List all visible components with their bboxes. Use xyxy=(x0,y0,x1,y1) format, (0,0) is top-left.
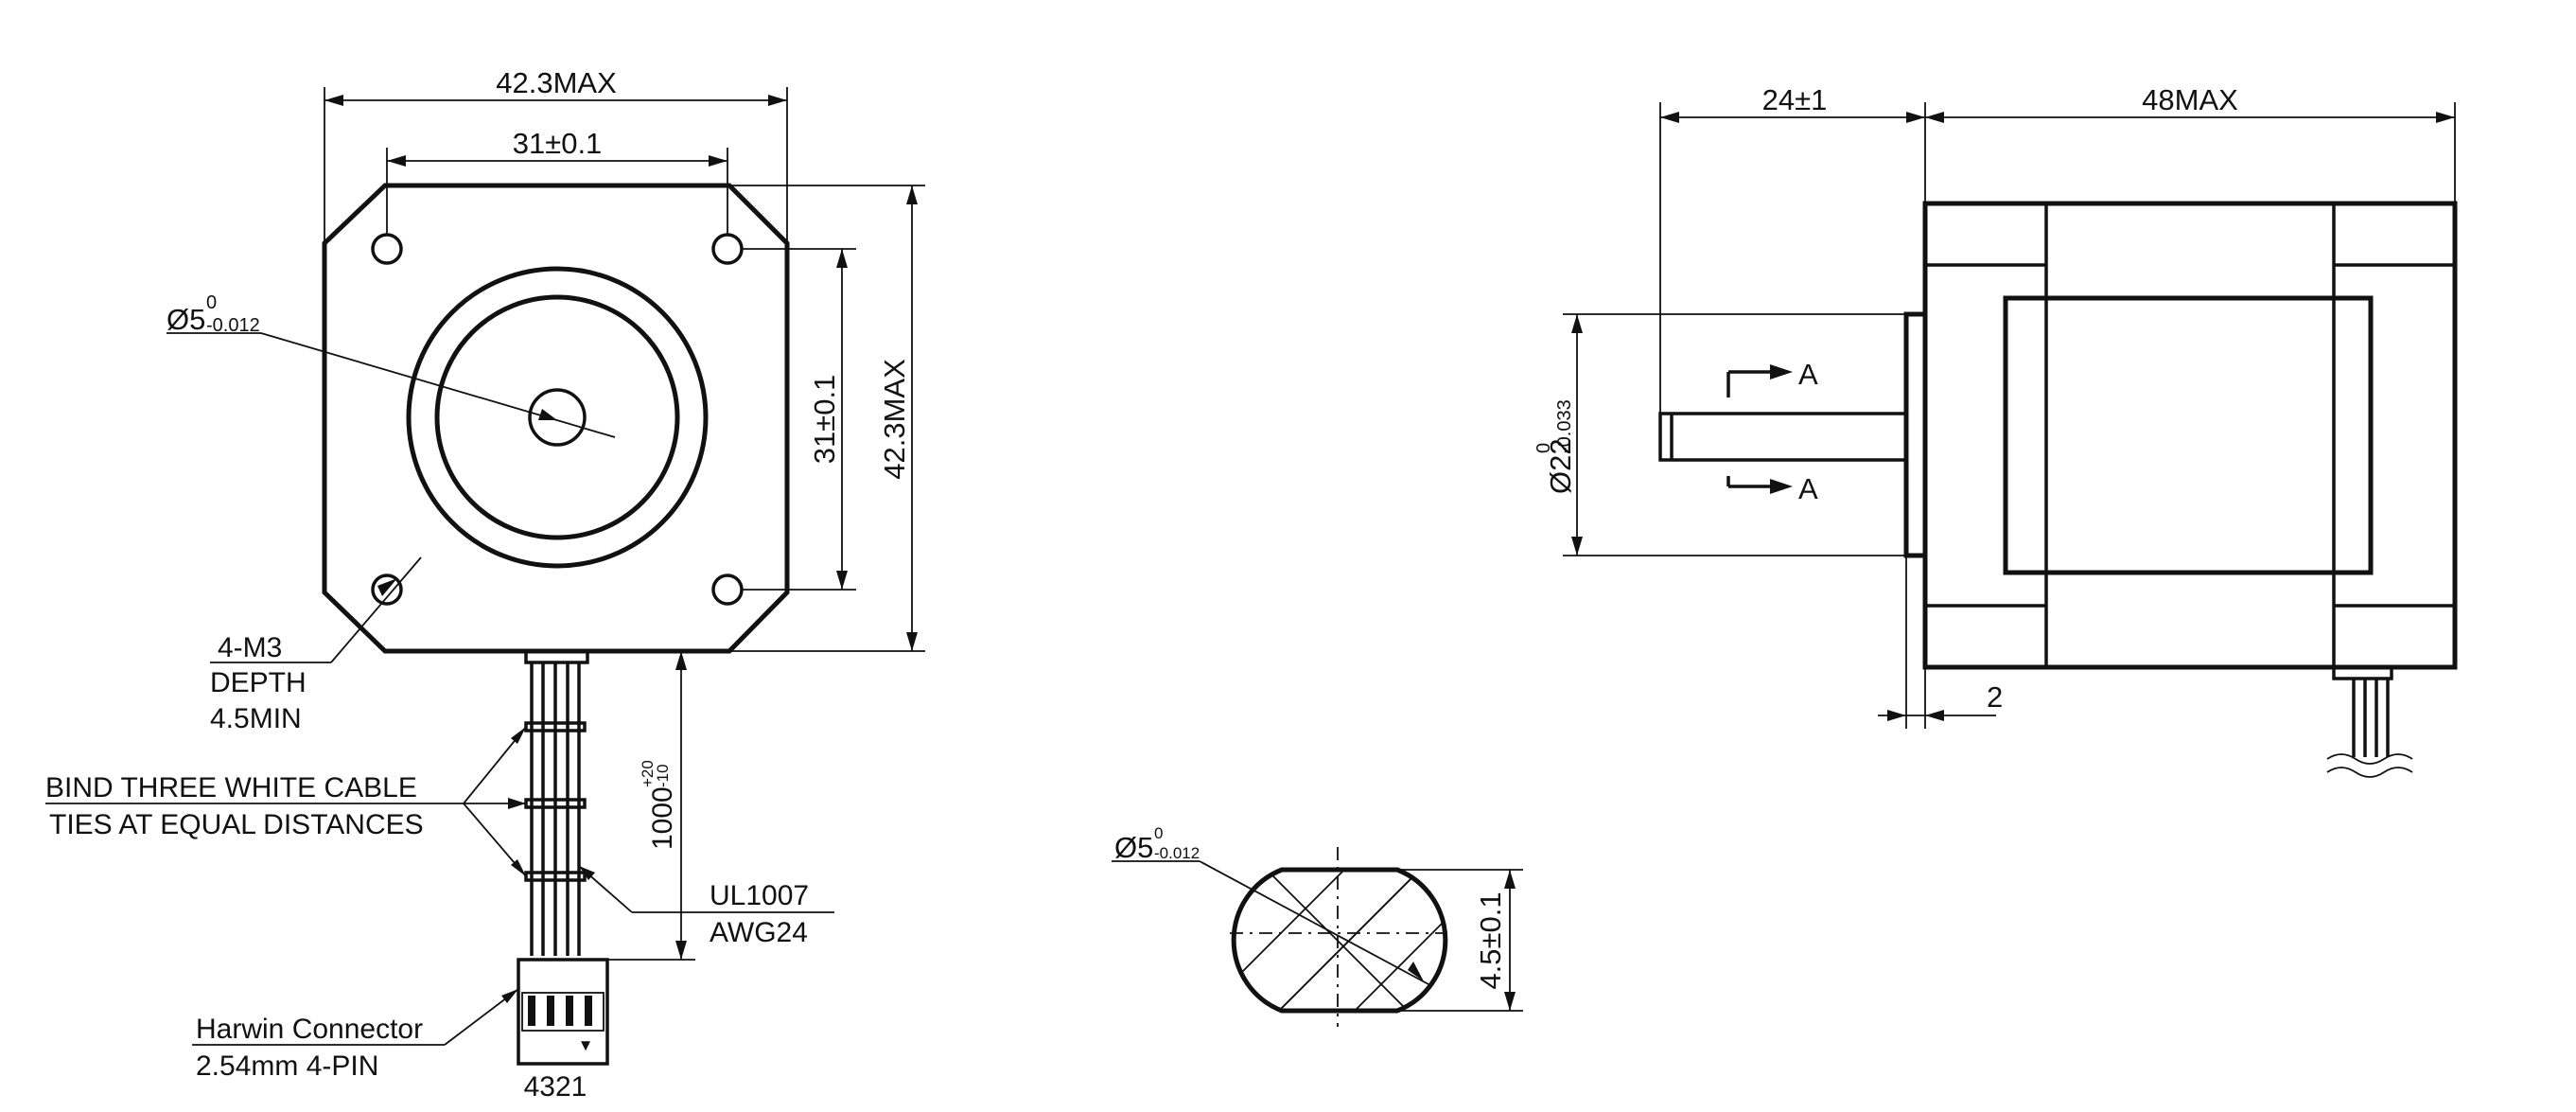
section-mark-bottom: A xyxy=(1798,472,1818,505)
dim-hole-spacing-v: 31±0.1 xyxy=(808,375,841,465)
side-view: 24±1 48MAX Ø22 0 -0.033 A A 2 xyxy=(1533,83,2458,778)
mount-holes-depth-label: DEPTH xyxy=(210,667,307,698)
boss-outer-circle xyxy=(406,266,709,569)
side-shaft xyxy=(1658,412,1908,462)
side-boss xyxy=(1903,311,1928,558)
mount-hole-top-right xyxy=(711,233,744,265)
mount-hole-top-left xyxy=(371,233,403,265)
connector-name: Harwin Connector xyxy=(196,1014,423,1045)
dim-boss-height: 2 xyxy=(1987,680,2003,714)
dim-hole-spacing-h: 31±0.1 xyxy=(513,127,603,160)
section-view: Ø5 0 -0.012 4.5±0.1 xyxy=(1112,824,1523,1027)
cable-ties-note-line1: BIND THREE WHITE CABLE xyxy=(45,772,417,803)
front-shaft-dia-lower: -0.012 xyxy=(206,315,260,336)
dim-body-length: 48MAX xyxy=(2142,83,2238,116)
connector-pin-order: 4321 xyxy=(524,1071,587,1103)
dim-overall-width: 42.3MAX xyxy=(496,66,617,99)
boss-inner-circle xyxy=(434,294,680,540)
boss-dia-upper: 0 xyxy=(1533,443,1554,453)
wire-spec-awg: AWG24 xyxy=(710,917,808,948)
lead-length-lower: -10 xyxy=(654,764,672,787)
boss-dia-base: Ø22 xyxy=(1544,438,1577,494)
section-hatch xyxy=(1234,870,1446,1011)
front-view: 42.3MAX 31±0.1 31±0.1 42.3MAX Ø5 0 -0.01… xyxy=(45,66,925,1103)
mount-hole-bottom-right xyxy=(711,574,744,606)
shaft-circle xyxy=(528,388,587,447)
wire-spec-ul: UL1007 xyxy=(710,880,809,911)
pin1-marker: ▼ xyxy=(578,1036,594,1054)
front-shaft-dia-upper: 0 xyxy=(206,292,217,313)
mount-holes-thread: 4-M3 xyxy=(218,632,282,663)
mount-holes-depth-value: 4.5MIN xyxy=(210,703,302,734)
lead-length-upper: +20 xyxy=(639,760,657,787)
dim-shaft-length: 24±1 xyxy=(1762,83,1828,116)
cable-ties-note-line2: TIES AT EQUAL DISTANCES xyxy=(49,809,424,840)
mount-hole-bottom-left xyxy=(371,574,403,606)
section-shaft-outline xyxy=(1231,867,1448,1014)
connector-pitch: 2.54mm 4-PIN xyxy=(196,1050,378,1082)
dim-overall-height: 42.3MAX xyxy=(878,359,911,480)
section-shaft-dia-lower: -0.012 xyxy=(1154,844,1200,862)
boss-dia-lower: -0.033 xyxy=(1554,399,1575,453)
front-shaft-dia-base: Ø5 xyxy=(166,303,205,336)
side-stator-inner xyxy=(2003,295,2374,575)
section-shaft-dia-upper: 0 xyxy=(1154,824,1163,842)
dim-flat: 4.5±0.1 xyxy=(1474,891,1507,989)
harwin-connector xyxy=(517,958,609,1066)
lead-length-base: 1000 xyxy=(647,786,678,850)
section-shaft-dia-base: Ø5 xyxy=(1114,831,1153,864)
section-mark-top: A xyxy=(1798,358,1818,391)
